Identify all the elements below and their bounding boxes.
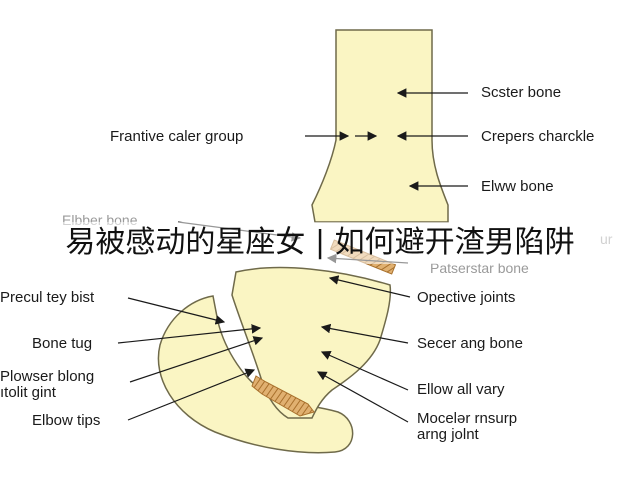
label-bone-tug: Bone tug [32,335,93,352]
arrow-opective [328,275,411,298]
label-plowser-blong-2: ıtolit gint [0,384,56,401]
arrow-bone-tug [117,324,262,344]
central-joint-bone [231,266,392,419]
label-elbow-tips: Elbow tips [32,412,101,429]
label-plowser-blong: Plowser blong [0,368,95,385]
label-opective-joints: Opective joints [417,289,516,306]
label-frantive-caler-group: Frantive caler group [110,128,244,145]
overlay-backdrop [20,222,620,264]
label-precul-tey-bist: Precul tey bist [0,289,95,306]
arrow-ellow [320,351,409,391]
label-elww-bone: Elww bone [481,178,554,195]
arrow-moceler [316,371,409,423]
overlay-title: 易被感动的星座女 | 如何避开渣男陷阱 [65,225,575,260]
label-moceler-2: arng jolnt [417,426,479,443]
label-secer-ang-bone: Secer ang bone [417,335,523,352]
arrow-elbow-tips [127,368,256,421]
arrow-plowser [129,336,264,383]
label-patserstar-bone: Patserstar bone [430,260,529,276]
label-crepers-charckle: Crepers charckle [481,128,595,145]
label-scster-bone: Scster bone [481,84,562,101]
arrow-secer [320,323,409,344]
striped-cartilage [251,375,315,417]
upper-bone-shaft [311,29,449,223]
label-ellow-all-vary: Ellow all vary [417,381,505,398]
label-moceler-1: Mocelər rnsurp [417,410,518,427]
arrow-precul [127,297,226,325]
